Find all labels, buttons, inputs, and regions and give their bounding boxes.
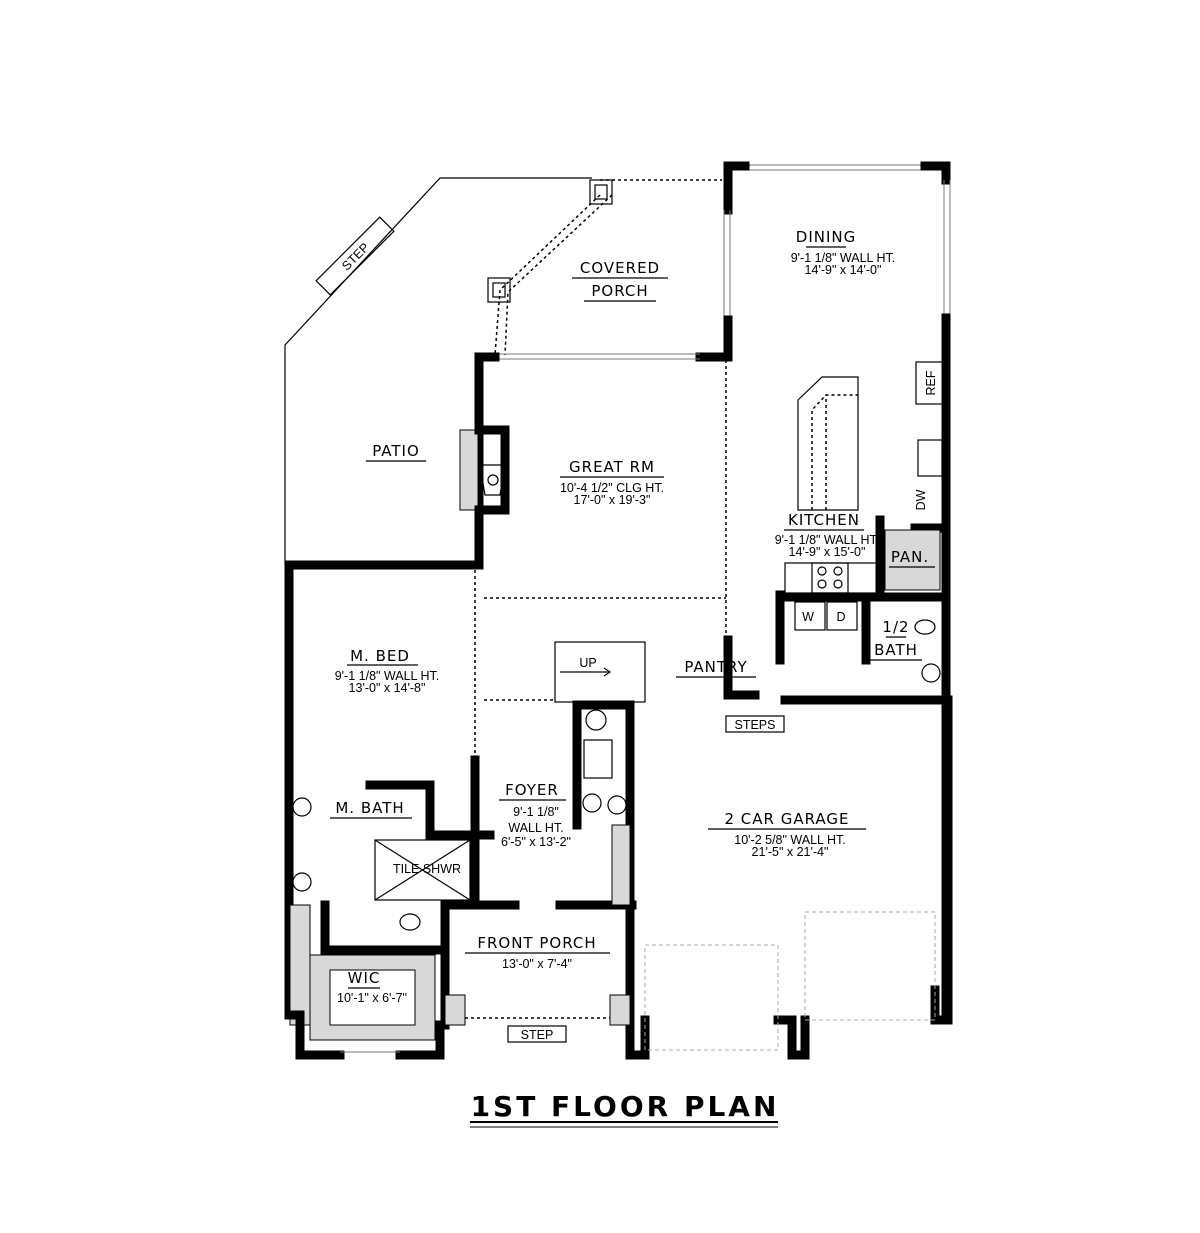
- walls: [284, 161, 953, 1060]
- room-name: DINING: [796, 228, 856, 246]
- room-name: M. BED: [350, 647, 410, 665]
- room-name: KITCHEN: [788, 511, 860, 529]
- room-name: 2 CAR GARAGE: [724, 810, 849, 828]
- room-name: TILE SHWR: [393, 862, 461, 876]
- patio-outline: [284, 177, 722, 565]
- room-pan: PAN.: [889, 548, 935, 568]
- room-m-bath: M. BATH: [330, 799, 412, 819]
- room-name: WIC: [348, 969, 381, 987]
- room-height: 10'-2 5/8" WALL HT.: [734, 833, 846, 847]
- room-size: 21'-5" x 21'-4": [752, 845, 829, 859]
- room-covered-porch: COVERED PORCH: [572, 259, 668, 302]
- ref-label: REF: [924, 370, 938, 395]
- stairs: UP: [554, 641, 646, 703]
- plan-title: 1ST FLOOR PLAN: [470, 1090, 780, 1128]
- room-garage: 2 CAR GARAGE 10'-2 5/8" WALL HT. 21'-5" …: [708, 810, 866, 859]
- room-name: COVERED: [580, 259, 660, 277]
- range: [784, 562, 881, 594]
- dishwasher: DW: [914, 489, 928, 510]
- room-name: GREAT RM: [569, 458, 655, 476]
- room-name: PANTRY: [684, 658, 747, 676]
- step-front: STEP: [507, 1025, 567, 1043]
- room-patio: PATIO: [366, 442, 426, 462]
- room-height: 9'-1 1/8" WALL HT.: [335, 669, 440, 683]
- step-patio: STEP: [315, 216, 395, 296]
- room-size: 10'-1" x 6'-7": [337, 991, 407, 1005]
- room-great-rm: GREAT RM 10'-4 1/2" CLG HT. 17'-0" x 19'…: [560, 458, 664, 507]
- room-tile-shwr: TILE SHWR: [393, 862, 461, 876]
- dryer-label: D: [836, 610, 845, 624]
- room-size: 14'-9" x 15'-0": [789, 545, 866, 559]
- room-name: PAN.: [891, 548, 929, 566]
- room-name: FRONT PORCH: [477, 934, 596, 952]
- garage-doors: [644, 911, 936, 1051]
- steps-garage: STEPS: [725, 715, 785, 733]
- room-pantry: PANTRY: [676, 658, 756, 678]
- stairs-up-label: UP: [579, 656, 596, 670]
- room-wic: WIC 10'-1" x 6'-7": [337, 969, 407, 1005]
- room-half-bath: 1/2 BATH: [870, 618, 922, 661]
- bath-fixtures: [292, 619, 941, 931]
- room-size: 6'-5" x 13'-2": [501, 835, 571, 849]
- room-kitchen: KITCHEN 9'-1 1/8" WALL HT. 14'-9" x 15'-…: [775, 511, 880, 559]
- room-name: PORCH: [591, 282, 648, 300]
- room-name: M. BATH: [335, 799, 404, 817]
- room-height: 9'-1 1/8" WALL HT.: [791, 251, 896, 265]
- steps-garage-label: STEPS: [735, 718, 776, 732]
- plan-title-text: 1ST FLOOR PLAN: [471, 1090, 780, 1123]
- room-name: PATIO: [372, 442, 420, 460]
- room-size: 13'-0" x 14'-8": [349, 681, 426, 695]
- room-height: 9'-1 1/8": [513, 805, 559, 819]
- refrigerator: REF: [915, 361, 945, 405]
- room-height: WALL HT.: [508, 821, 563, 835]
- dw-label: DW: [914, 489, 928, 510]
- room-height: 9'-1 1/8" WALL HT.: [775, 533, 880, 547]
- room-name: BATH: [874, 641, 918, 659]
- room-size: 13'-0" x 7'-4": [502, 957, 572, 971]
- porch-columns: [487, 179, 613, 303]
- washer-dryer: W D: [794, 601, 858, 631]
- room-front-porch: FRONT PORCH 13'-0" x 7'-4": [465, 934, 610, 971]
- room-name: 1/2: [882, 618, 909, 636]
- room-size: 17'-0" x 19'-3": [574, 493, 651, 507]
- washer-label: W: [802, 610, 814, 624]
- room-dining: DINING 9'-1 1/8" WALL HT. 14'-9" x 14'-0…: [791, 228, 896, 277]
- room-m-bed: M. BED 9'-1 1/8" WALL HT. 13'-0" x 14'-8…: [335, 647, 440, 695]
- room-height: 10'-4 1/2" CLG HT.: [560, 481, 664, 495]
- step-front-label: STEP: [521, 1028, 554, 1042]
- room-name: FOYER: [505, 781, 559, 799]
- sink: [917, 439, 943, 477]
- kitchen-island: [797, 376, 859, 511]
- room-foyer: FOYER 9'-1 1/8" WALL HT. 6'-5" x 13'-2": [499, 781, 571, 849]
- room-size: 14'-9" x 14'-0": [805, 263, 882, 277]
